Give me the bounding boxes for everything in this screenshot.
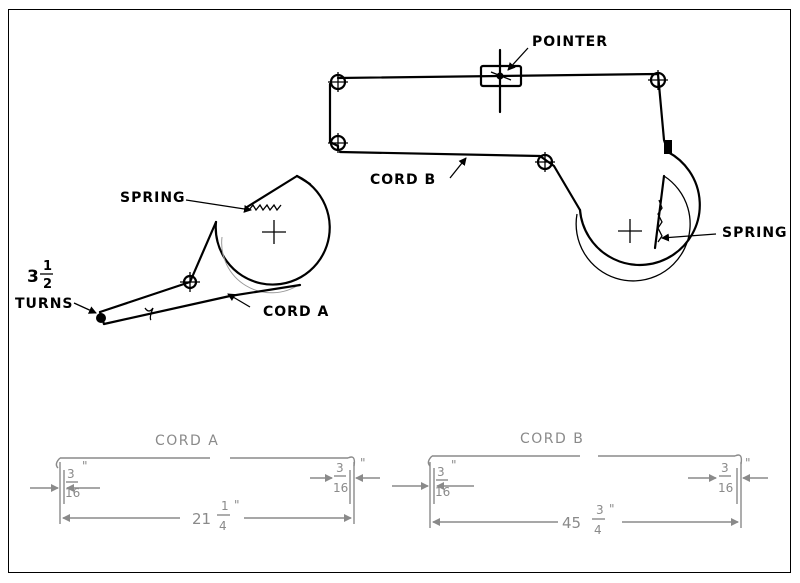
- turns-numerator: 1: [43, 259, 52, 274]
- cord-a-leader: [227, 293, 251, 308]
- drum-b: [578, 150, 701, 267]
- spring-left-label: SPRING: [120, 190, 186, 206]
- cord-b-length-inch: ": [609, 502, 615, 516]
- turns-whole: 3: [27, 267, 39, 287]
- cord-a-dim-title: CORD A: [155, 433, 219, 449]
- cord-a-right-num: 3: [336, 461, 344, 475]
- cord-b-left-num: 3: [437, 465, 445, 479]
- cord-b-dimension: CORD B 3 16 " 3 16 " 45 3 4 ": [392, 431, 768, 537]
- cord-a-left-num: 3: [67, 467, 75, 481]
- spring-right-label: SPRING: [722, 225, 788, 241]
- cord-b-leader: [449, 157, 467, 179]
- cord-a-length-whole: 21: [192, 510, 211, 528]
- cord-b-right-num: 3: [721, 461, 729, 475]
- cord-a-length-num: 1: [221, 499, 229, 513]
- cord-a-dimension: CORD A 3 16 " 3 16 " 21 1 4 ": [30, 433, 380, 533]
- cord-b-length-whole: 45: [562, 514, 581, 532]
- cord-b-right-den: 16: [718, 481, 733, 495]
- cord-b-label: CORD B: [370, 172, 436, 188]
- cord-b-length-den: 4: [594, 523, 602, 537]
- cord-a-left-inch: ": [82, 459, 88, 473]
- pointer-leader: [507, 47, 529, 71]
- spring-a-leader: [185, 199, 252, 213]
- cord-a-length-den: 4: [219, 519, 227, 533]
- cord-b-left-inch: ": [451, 458, 457, 472]
- turns-denominator: 2: [43, 277, 52, 292]
- cord-b-left-den: 16: [435, 485, 450, 499]
- cord-a-right-inch: ": [360, 456, 366, 470]
- cord-b-length-num: 3: [596, 503, 604, 517]
- cord-a-length-inch: ": [234, 498, 240, 512]
- turns-label: TURNS: [15, 296, 74, 312]
- cord-b-right-inch: ": [745, 456, 751, 470]
- cord-b-assembly: [328, 48, 701, 282]
- spring-b-leader: [661, 233, 717, 242]
- spring-a: [248, 203, 282, 212]
- cord-a-right-den: 16: [333, 481, 348, 495]
- turns-leader: [73, 302, 97, 314]
- cord-b-dim-title: CORD B: [520, 431, 584, 447]
- pointer-label: POINTER: [532, 34, 608, 50]
- cord-a-line: [98, 220, 218, 314]
- cord-a-label: CORD A: [263, 304, 329, 320]
